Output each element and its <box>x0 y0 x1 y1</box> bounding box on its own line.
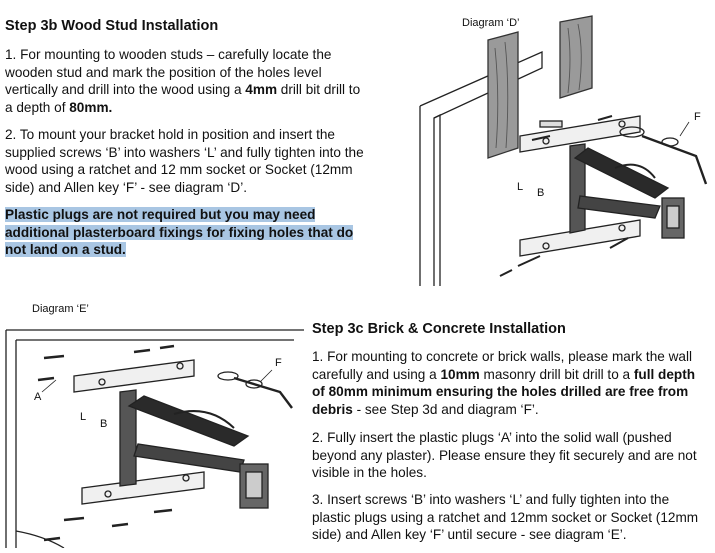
diagram-d-caption: Diagram ‘D’ <box>462 17 519 29</box>
step-3c-paragraph-2: 2. Fully insert the plastic plugs ‘A’ in… <box>312 430 697 481</box>
diagram-d: Diagram ‘D’ F L B <box>400 8 712 286</box>
svg-text:L: L <box>80 411 86 423</box>
diagram-e-caption: Diagram ‘E’ <box>32 303 89 315</box>
step-3b-paragraph-1: 1. For mounting to wooden studs – carefu… <box>5 47 361 115</box>
svg-text:B: B <box>537 187 544 199</box>
svg-text:B: B <box>100 418 107 430</box>
step-3c-paragraph-1: 1. For mounting to concrete or brick wal… <box>312 349 696 417</box>
step-3b-paragraph-2: 2. To mount your bracket hold in positio… <box>5 127 364 195</box>
svg-text:L: L <box>517 181 523 193</box>
diagram-e: Diagram ‘E’ A L B F <box>4 296 304 549</box>
step-3c-title: Step 3c Brick & Concrete Installation <box>312 321 566 337</box>
step-3b-title: Step 3b Wood Stud Installation <box>5 18 219 34</box>
svg-text:F: F <box>275 357 282 369</box>
step-3b-note: Plastic plugs are not required but you m… <box>5 207 354 258</box>
step-3c-paragraph-3: 3. Insert screws ‘B’ into washers ‘L’ an… <box>312 492 699 543</box>
svg-text:F: F <box>694 111 701 123</box>
svg-text:A: A <box>34 391 42 403</box>
